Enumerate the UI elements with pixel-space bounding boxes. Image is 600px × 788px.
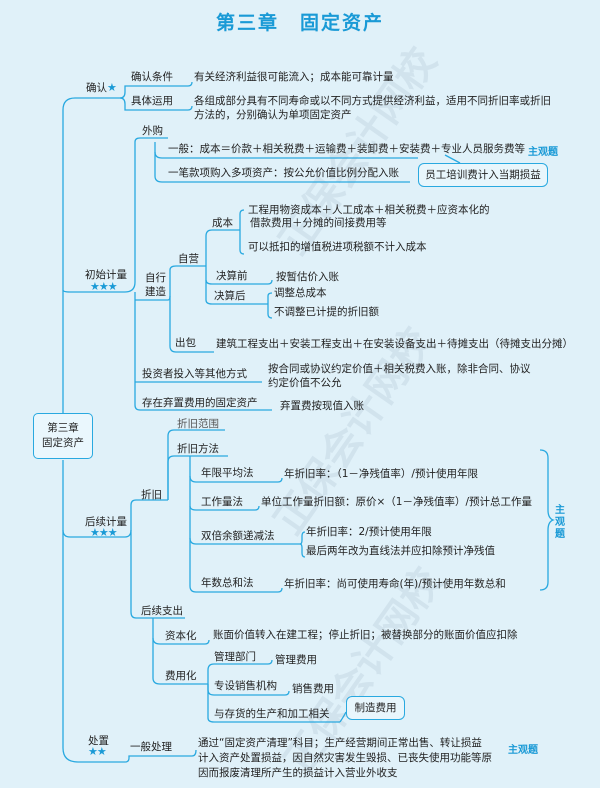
investor-text2: 约定价值不公允 (268, 377, 342, 389)
double-declining-text1: 年折旧率：2/预计使用年限 (306, 526, 432, 538)
straight-line-label: 年限平均法 (201, 467, 254, 479)
disposal-text1: 通过“固定资产清理”科目；生产经营期间正常出售、转让损益 (198, 737, 482, 749)
subsequent-expenditure-label: 后续支出 (141, 605, 183, 617)
own-construction-label: 自营 (178, 253, 199, 265)
subsequent-measurement-label: 后续计量 (85, 516, 127, 528)
purchase-label: 外购 (142, 125, 163, 137)
capitalized-text: 账面价值转入在建工程；停止折旧；被替换部分的账面价值应扣除 (213, 629, 518, 641)
recognition-application-text2: 方法的，分别确认为单项固定资产 (194, 109, 352, 121)
cost-label: 成本 (212, 217, 233, 229)
depreciation-scope-label: 折旧范围 (177, 418, 219, 430)
units-of-production-text: 单位工作量折旧额：原价×（1－净残值率）/预计总工作量 (261, 496, 533, 508)
double-declining-label: 双倍余额递减法 (201, 530, 275, 542)
self-built-label1: 自行 (145, 272, 166, 284)
root-line1: 第三章 (47, 422, 79, 434)
cost-text1: 工程用物资成本＋人工成本＋相关税费＋应资本化的 (248, 204, 490, 216)
recognition-conditions-text: 有关经济利益很可能流入；成本能可靠计量 (194, 71, 394, 83)
disposal-text2: 计入资产处置损益，因自然灾害发生毁损、已丧失使用功能等原 (198, 752, 492, 764)
page-title: 第三章 固定资产 (215, 12, 384, 34)
recognition-application-label: 具体运用 (131, 95, 173, 107)
inventory-production-label: 与存货的生产和加工相关 (214, 708, 330, 720)
recognition-conditions-label: 确认条件 (131, 71, 173, 83)
disposal-text3: 因而报废清理所产生的损益计入营业外收支 (198, 767, 398, 779)
recognition-label: 确认 (86, 82, 107, 94)
manufacturing-overhead-box: 制造费用 (346, 696, 405, 720)
root-line2: 固定资产 (42, 437, 84, 449)
expensed-label: 费用化 (165, 670, 197, 682)
recognition-application-text1: 各组成部分具有不同寿命或以不同方式提供经济利益，适用不同折旧率或折旧 (194, 95, 551, 107)
sales-dept-label: 专设销售机构 (214, 680, 277, 692)
subjective-tag: 主观题 (508, 745, 538, 756)
management-expense-text: 管理费用 (275, 654, 317, 666)
training-cost-note: 员工培训费计入当期损益 (418, 163, 548, 187)
self-built-label2: 建造 (145, 286, 166, 298)
sum-of-years-text: 年折旧率：尚可使用寿命(年)/预计使用年数总和 (284, 578, 506, 590)
recognition-node: 确认★ (86, 81, 117, 95)
investor-text1: 按合同或协议约定价值＋相关税费入账，除非合同、协议 (268, 363, 531, 375)
stars-icon: ★★★ (90, 280, 118, 293)
disposal-cost-text: 弃置费按现值入账 (280, 400, 364, 412)
star-icon: ★ (107, 81, 117, 94)
depreciation-label: 折旧 (141, 489, 162, 501)
purchase-general-text: 一般：成本＝价款＋相关税费＋运输费＋装卸费＋安装费＋专业人员服务费等 (168, 143, 525, 155)
straight-line-text: 年折旧率：（1－净残值率）/预计使用年限 (284, 468, 478, 480)
capitalized-label: 资本化 (165, 630, 197, 642)
contract-label: 出包 (175, 337, 196, 349)
disposal-general-label: 一般处理 (130, 741, 172, 753)
purchase-lump-text: 一笔款项购入多项资产：按公允价值比例分配入账 (168, 167, 399, 179)
contract-text: 建筑工程支出＋安装工程支出＋在安装设备支出＋待摊支出（待摊支出分摊） (216, 338, 573, 350)
subjective-tag: 主观题 (528, 147, 558, 158)
before-settlement-label: 决算前 (216, 270, 248, 282)
sum-of-years-label: 年数总和法 (201, 577, 254, 589)
disposal-cost-label: 存在弃置费用的固定资产 (142, 397, 258, 409)
cost-text2: 借款费用＋分摊的间接费用等 (250, 217, 387, 229)
root-node: 第三章 固定资产 (33, 413, 93, 459)
before-settlement-text: 按暂估价入账 (276, 271, 339, 283)
investor-label: 投资者投入等其他方式 (142, 368, 247, 380)
double-declining-text2: 最后两年改为直线法并应扣除预计净残值 (306, 545, 495, 557)
after-settlement-text1: 调整总成本 (274, 287, 327, 299)
subjective-tag: 主观题 (555, 505, 565, 540)
after-settlement-label: 决算后 (214, 290, 246, 302)
sales-expense-text: 销售费用 (292, 683, 334, 695)
units-of-production-label: 工作量法 (201, 496, 243, 508)
management-dept-label: 管理部门 (214, 651, 256, 663)
depreciation-methods-label: 折旧方法 (177, 443, 219, 455)
cost-vat-text: 可以抵扣的增值税进项税额不计入成本 (248, 241, 427, 253)
stars-icon: ★★ (88, 745, 107, 758)
after-settlement-text2: 不调整已计提的折旧额 (274, 306, 379, 318)
stars-icon: ★★★ (90, 526, 118, 539)
disposal-label: 处置 (88, 735, 109, 747)
initial-measurement-label: 初始计量 (85, 269, 127, 281)
